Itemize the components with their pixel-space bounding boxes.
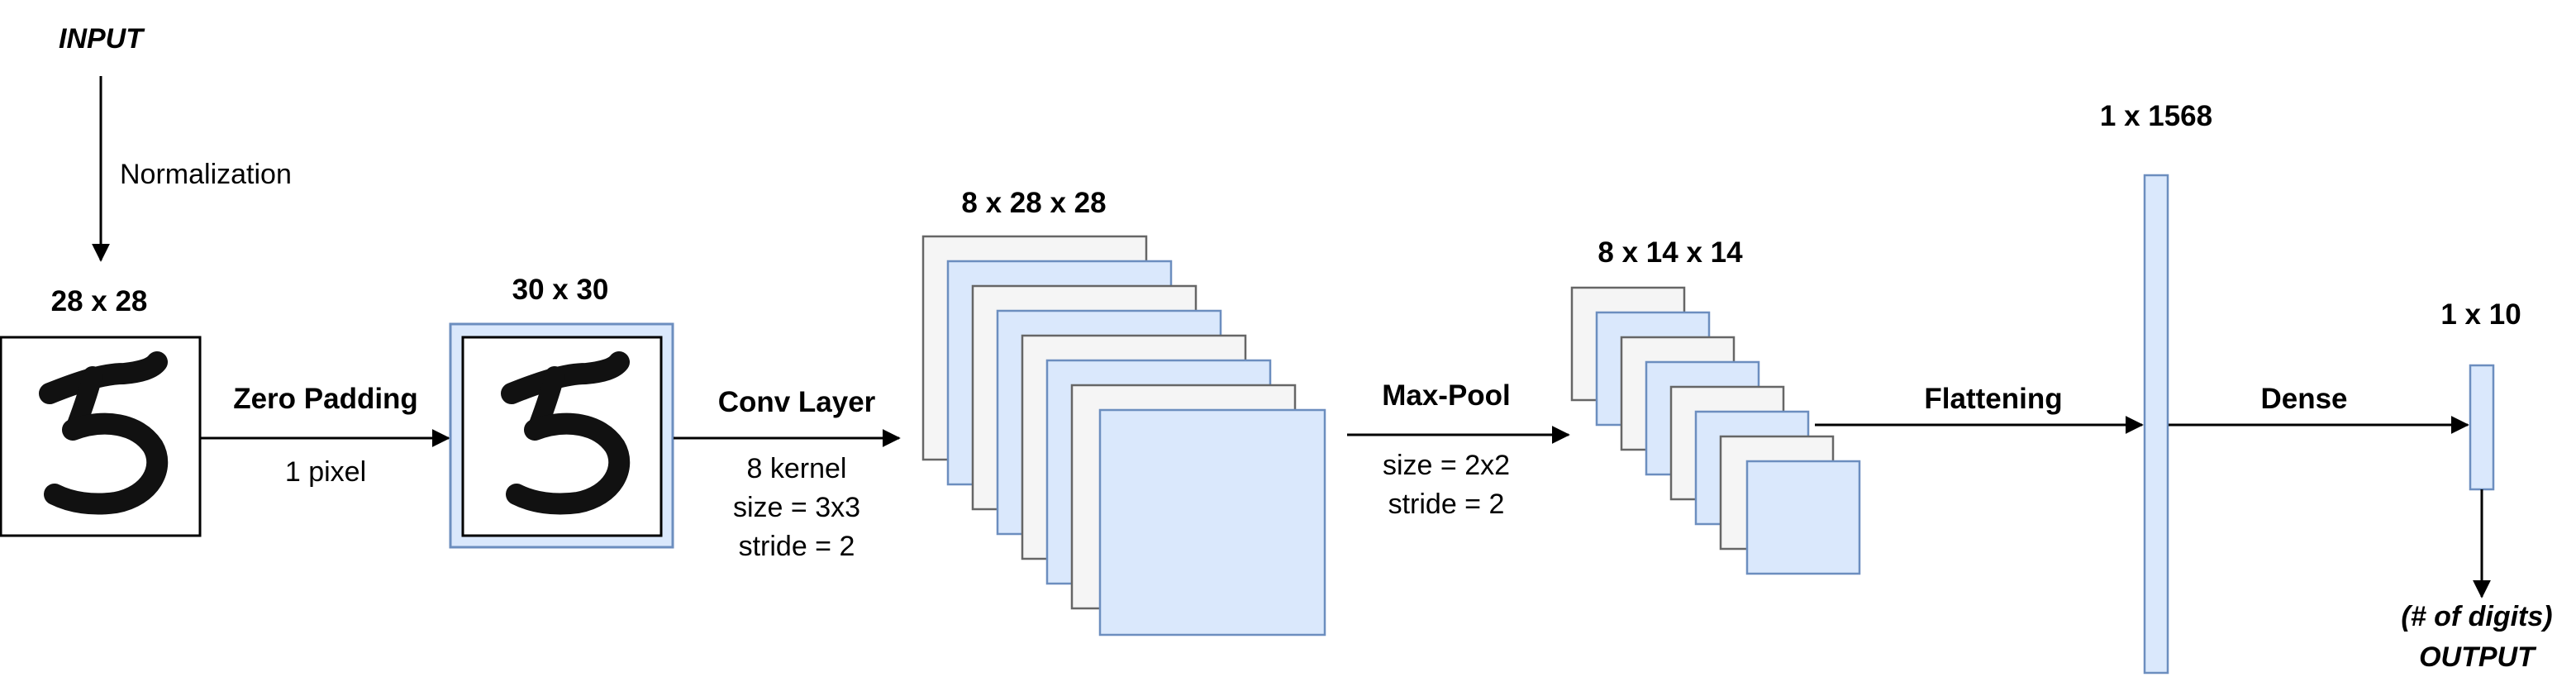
feature-map <box>1098 408 1326 636</box>
conv-kernel-size: size = 3x3 <box>733 492 860 523</box>
flat-size-label: 1 x 1568 <box>2100 100 2212 132</box>
max-pool-size: size = 2x2 <box>1383 450 1510 481</box>
pool-output-size-label: 8 x 14 x 14 <box>1598 236 1743 269</box>
input-label: INPUT <box>59 23 145 55</box>
output-vector <box>2469 364 2495 491</box>
conv-stride: stride = 2 <box>739 531 855 562</box>
pooled-feature-maps <box>1570 286 1861 575</box>
input-size-label: 28 x 28 <box>51 285 148 317</box>
max-pool-title: Max-Pool <box>1382 379 1511 412</box>
dense-label: Dense <box>2260 383 2347 415</box>
input-image <box>0 336 202 537</box>
conv-feature-maps <box>921 235 1326 636</box>
pooled-map <box>1745 460 1861 575</box>
conv-output-size-label: 8 x 28 x 28 <box>961 187 1106 219</box>
conv-kernel-count: 8 kernel <box>747 453 847 484</box>
output-size-label: 1 x 10 <box>2440 298 2521 331</box>
normalization-label: Normalization <box>120 159 292 190</box>
digit-five-glyph <box>39 351 169 515</box>
padded-size-label: 30 x 30 <box>512 274 609 306</box>
padded-image <box>449 322 674 549</box>
flattened-vector <box>2143 174 2169 675</box>
conv-layer-title: Conv Layer <box>718 386 876 418</box>
digit-five-glyph <box>501 351 631 515</box>
output-description: (# of digits) <box>2401 601 2552 632</box>
zero-padding-detail: 1 pixel <box>285 456 366 488</box>
max-pool-stride: stride = 2 <box>1388 489 1505 520</box>
output-label: OUTPUT <box>2419 641 2537 673</box>
flattening-label: Flattening <box>1924 383 2062 415</box>
zero-padding-title: Zero Padding <box>233 383 418 415</box>
